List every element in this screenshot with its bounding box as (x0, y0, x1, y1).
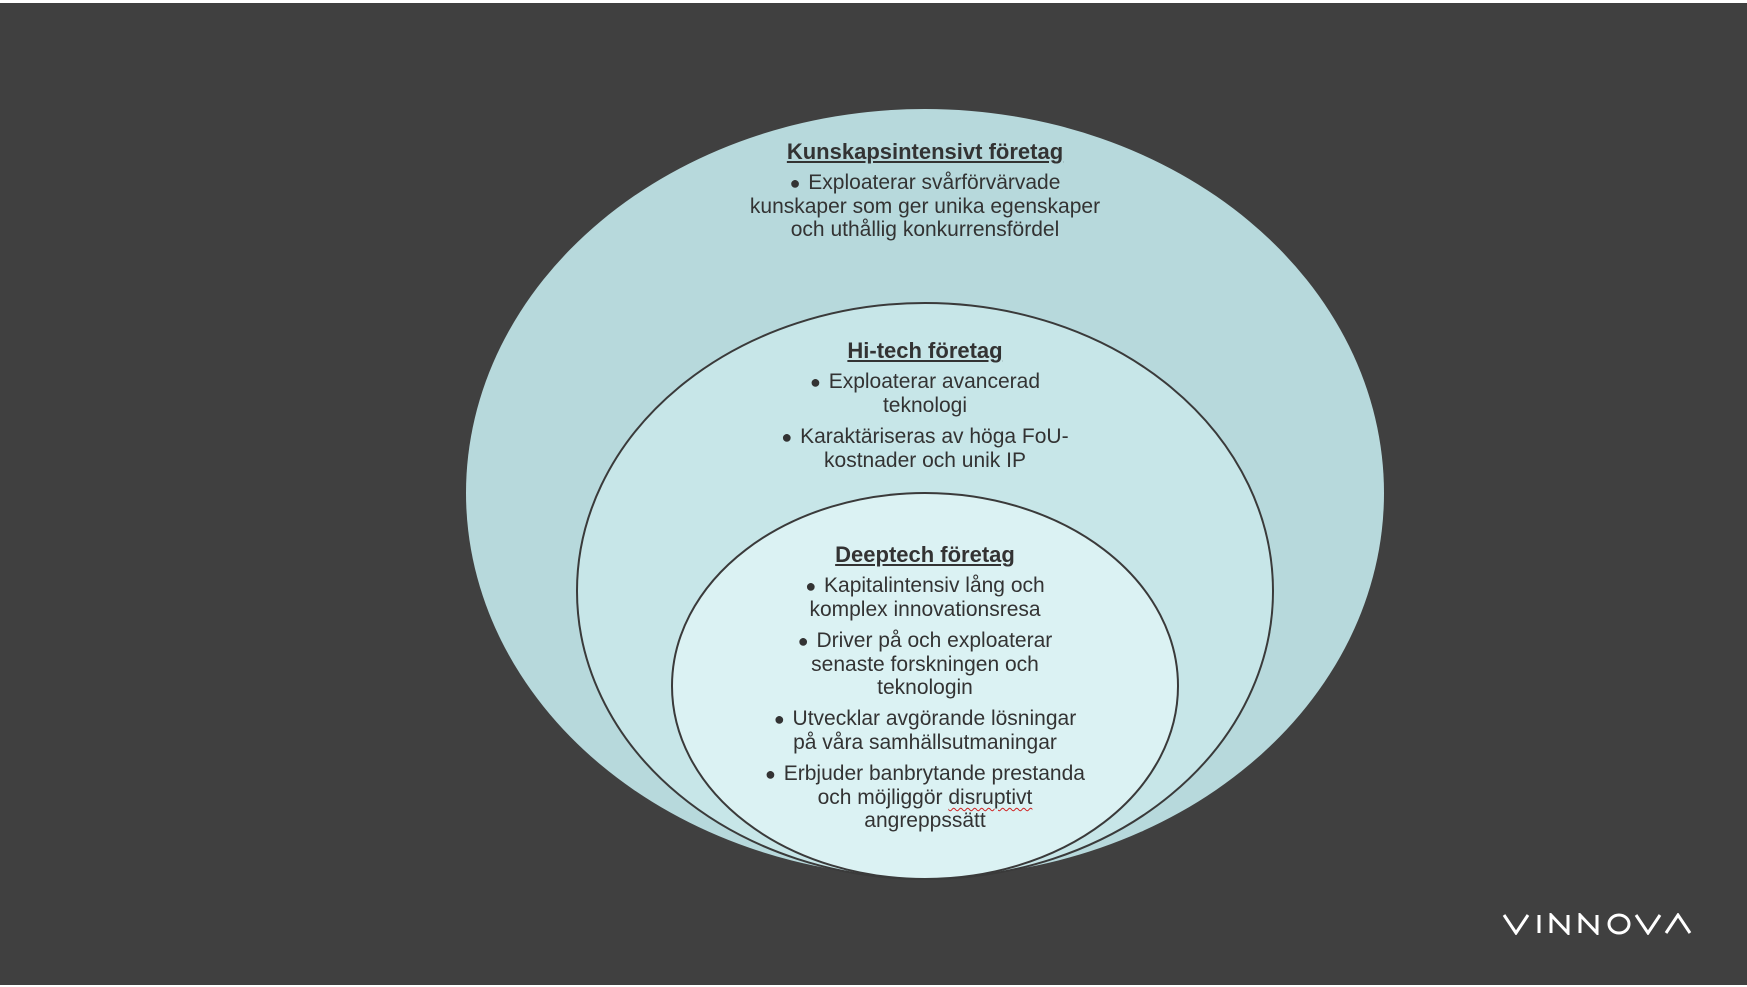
middle-bullet-text: Karaktäriseras av höga FoU-kostnader och… (800, 425, 1069, 472)
bullet-icon: ● (789, 173, 801, 193)
inner-bullet: ● Driver på och exploaterar senaste fors… (755, 629, 1095, 699)
outer-text-block: Kunskapsintensivt företag ● Exploaterar … (745, 139, 1105, 249)
inner-bullet: ● Erbjuder banbrytande prestanda och möj… (755, 762, 1095, 832)
slide: Kunskapsintensivt företag ● Exploaterar … (0, 3, 1747, 985)
spellcheck-underline: disruptivt (948, 786, 1033, 809)
outer-heading: Kunskapsintensivt företag (786, 139, 1064, 164)
vinnova-logo (1502, 913, 1692, 935)
inner-bullet: ● Kapitalintensiv lång och komplex innov… (755, 574, 1095, 621)
inner-text-block: Deeptech företag ● Kapitalintensiv lång … (755, 542, 1095, 840)
bullet-icon: ● (773, 709, 785, 729)
nested-ellipse-diagram (466, 109, 1384, 880)
inner-bullet-text: Kapitalintensiv lång och komplex innovat… (809, 574, 1045, 621)
inner-ellipse (671, 492, 1179, 880)
inner-bullet-text: Driver på och exploaterar senaste forskn… (811, 629, 1053, 699)
inner-bullet-text: Erbjuder banbrytande prestanda och möjli… (783, 762, 1085, 832)
inner-bullet-text: Utvecklar avgörande lösningar på våra sa… (792, 707, 1077, 754)
middle-heading: Hi-tech företag (847, 338, 1003, 363)
bullet-icon: ● (797, 631, 809, 651)
bullet-icon: ● (805, 576, 817, 596)
middle-bullet: ● Karaktäriseras av höga FoU-kostnader o… (765, 425, 1085, 472)
outer-bullet-text: Exploaterar svårförvärvade kunskaper som… (749, 171, 1101, 241)
bullet-icon: ● (765, 764, 776, 784)
bullet-icon: ● (781, 427, 793, 447)
middle-text-block: Hi-tech företag ● Exploaterar avancerad … (765, 338, 1085, 480)
middle-bullet: ● Exploaterar avancerad teknologi (765, 370, 1085, 417)
outer-bullet: ● Exploaterar svårförvärvade kunskaper s… (745, 171, 1105, 241)
bullet-icon: ● (809, 372, 821, 392)
inner-bullet: ● Utvecklar avgörande lösningar på våra … (755, 707, 1095, 754)
inner-heading: Deeptech företag (835, 542, 1015, 567)
middle-bullet-text: Exploaterar avancerad teknologi (828, 370, 1040, 417)
